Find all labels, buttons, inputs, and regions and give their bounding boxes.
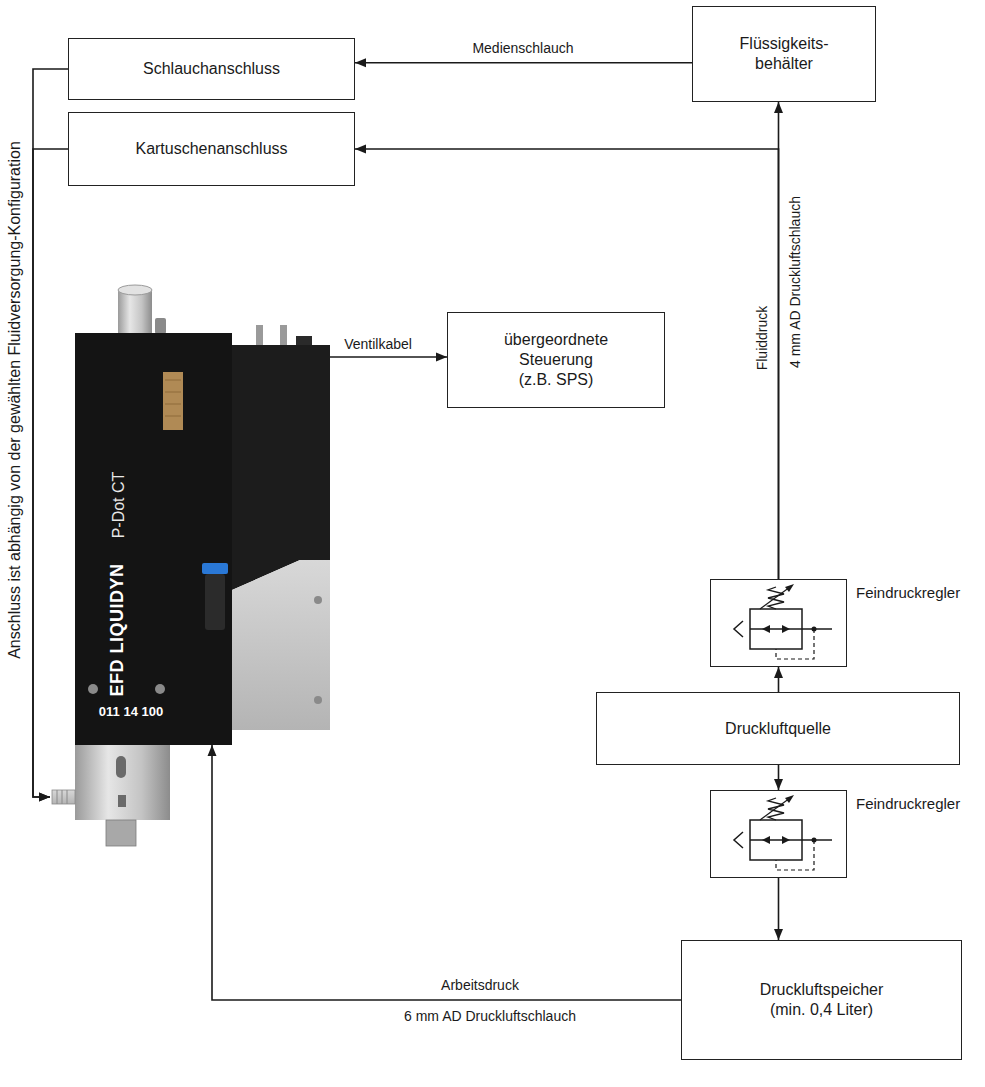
pressure-regulator-symbol (734, 584, 832, 659)
connector-line (330, 356, 447, 358)
box-text-group: Druckluftquelle (725, 719, 831, 739)
connector-line (355, 149, 779, 579)
box-text: Flüssigkeits- behälter (734, 34, 834, 74)
connector-line (355, 62, 692, 64)
connector (774, 878, 783, 940)
hose-spec: 4 mm AD Druckluftschlauch (787, 194, 804, 370)
connector-label: Arbeitsdruck (439, 977, 521, 994)
connector (355, 58, 692, 67)
connector-label: Fluiddruck (754, 304, 771, 373)
arrowhead (355, 145, 366, 154)
part-number: 011 14 100 (99, 704, 163, 720)
connector (355, 145, 779, 580)
arrowhead (774, 929, 783, 940)
process-box: Flüssigkeits- behälter (692, 6, 876, 102)
model-name: P-Dot CT (109, 472, 129, 539)
box-text-group: Flüssigkeits- behälter (734, 34, 834, 74)
pressure-regulator-symbol (734, 795, 832, 870)
box-text: Kartuschenanschluss (135, 139, 287, 159)
arrowhead (436, 353, 447, 362)
connector (208, 745, 682, 1000)
box-text: Druckluftquelle (725, 719, 831, 739)
process-box: übergeordnete Steuerung (z.B. SPS) (447, 312, 665, 408)
connector (774, 765, 783, 790)
connector (33, 69, 68, 802)
hose-spec: 6 mm AD Druckluftschlauch (402, 1008, 578, 1025)
connector (33, 149, 68, 802)
process-box: Druckluftquelle (596, 692, 960, 765)
connector-line (212, 745, 681, 1000)
connector-line (33, 69, 68, 797)
arrowhead (355, 58, 366, 67)
connector (330, 353, 447, 362)
regulator-label: Feindruckregler (856, 795, 960, 814)
regulator-box: Feindruckregler (710, 579, 847, 667)
brand-name: EFD LIQUIDYN (106, 563, 129, 696)
connector-line (33, 149, 68, 797)
process-box: Schlauchanschluss (68, 38, 355, 100)
box-text: Schlauchanschluss (143, 59, 280, 79)
connection-note: Anschluss ist abhängig von der gewählten… (5, 139, 24, 661)
process-box: Druckluftspeicher (min. 0,4 Liter) (681, 940, 962, 1060)
valve-body: EFD LIQUIDYN P-Dot CT 011 14 100 (75, 328, 330, 745)
box-text-group: Schlauchanschluss (143, 59, 280, 79)
connector-label: Medienschlauch (470, 40, 575, 57)
connector (774, 667, 783, 692)
box-text-group: Kartuschenanschluss (135, 139, 287, 159)
arrowhead (39, 793, 50, 802)
box-text: Druckluftspeicher (min. 0,4 Liter) (742, 980, 902, 1020)
arrowhead (774, 102, 783, 113)
regulator-box: Feindruckregler (710, 790, 847, 878)
box-text-group: übergeordnete Steuerung (z.B. SPS) (502, 330, 610, 390)
arrowhead (39, 793, 50, 802)
arrowhead (774, 779, 783, 790)
arrowhead (208, 745, 217, 756)
box-text: übergeordnete Steuerung (z.B. SPS) (502, 330, 610, 390)
dispense-valve (52, 285, 330, 846)
box-text-group: Druckluftspeicher (min. 0,4 Liter) (742, 980, 902, 1020)
regulator-label: Feindruckregler (856, 584, 960, 603)
process-box: Kartuschenanschluss (68, 112, 355, 186)
connector-label: Ventilkabel (342, 336, 414, 353)
arrowhead (774, 667, 783, 678)
